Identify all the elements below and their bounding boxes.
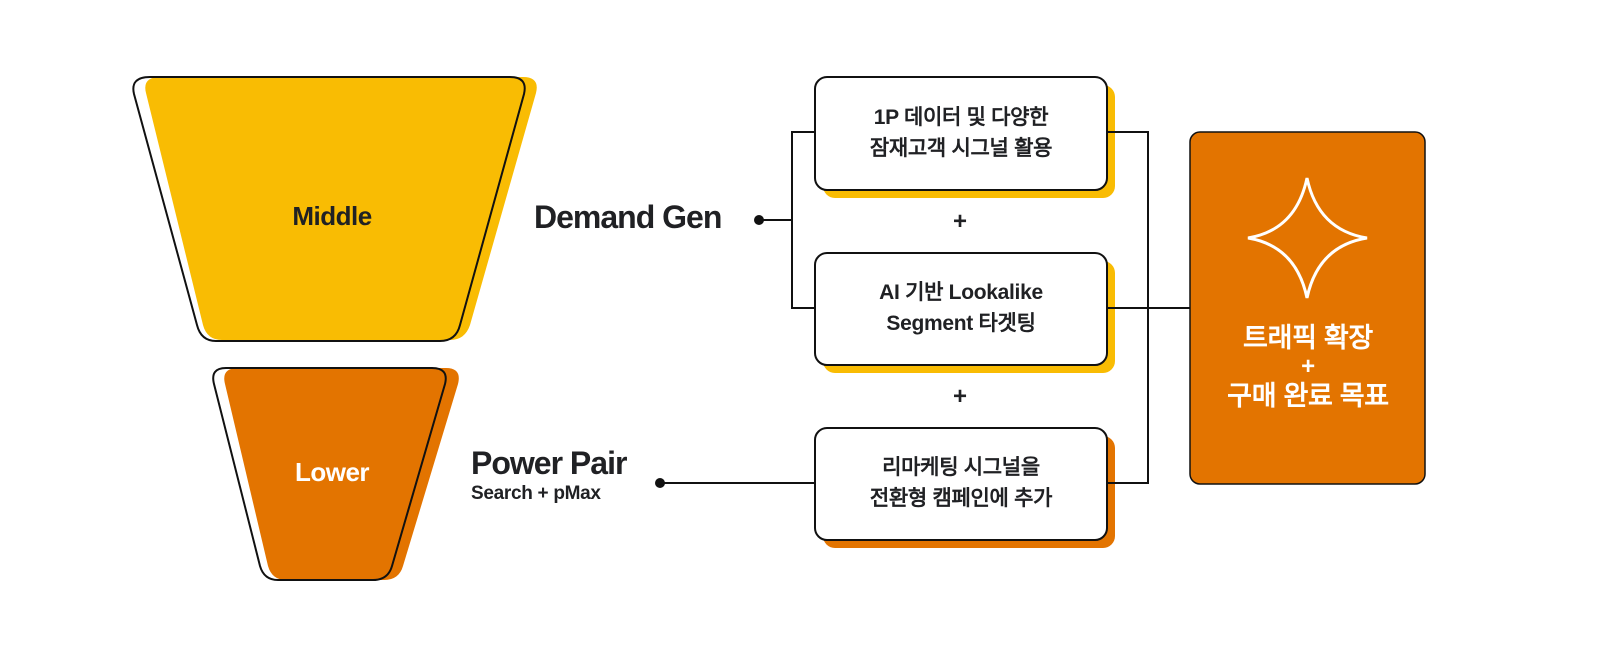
plus-sign-1: +	[952, 208, 967, 235]
demand-gen-bracket	[791, 131, 815, 309]
middle-funnel-outline	[132, 76, 526, 342]
tactic-3-line-2: 전환형 캠페인에 추가	[869, 487, 1053, 510]
tactic-3-line-1: 리마케팅 시그널을	[882, 456, 1040, 479]
goal-line-2: 구매 완료 목표	[1227, 381, 1389, 411]
middle-funnel-fill	[145, 77, 537, 340]
middle-funnel-label: Middle	[292, 201, 372, 231]
tactic-2-line-2: Segment 타겟팅	[886, 312, 1036, 335]
tactic-1-line-1: 1P 데이터 및 다양한	[873, 106, 1049, 129]
sparkle-icon	[1247, 177, 1368, 299]
goal-box	[1189, 131, 1426, 485]
lower-funnel-outline	[212, 367, 447, 581]
goal-line-1: 트래픽 확장	[1243, 323, 1373, 353]
tactic-1-line-2: 잠재고객 시그널 활용	[869, 137, 1053, 160]
lower-funnel-label: Lower	[294, 457, 370, 487]
plus-sign-2: +	[952, 383, 967, 410]
tactic-card-1-text: 1P 데이터 및 다양한 잠재고객 시그널 활용	[815, 102, 1107, 164]
lower-funnel-fill	[224, 368, 459, 580]
tactic-card-3-text: 리마케팅 시그널을 전환형 캠페인에 추가	[815, 452, 1107, 514]
power-pair-subtitle: Search + pMax	[471, 483, 601, 504]
power-pair-title: Power Pair	[471, 445, 627, 481]
demand-gen-title: Demand Gen	[534, 199, 722, 235]
goal-text: 트래픽 확장 + 구매 완료 목표	[1190, 322, 1426, 412]
goal-plus: +	[1301, 353, 1315, 380]
tactic-card-2-text: AI 기반 Lookalike Segment 타겟팅	[815, 277, 1107, 339]
tactic-2-line-1: AI 기반 Lookalike	[879, 281, 1043, 304]
tactic-card-1	[814, 76, 1108, 191]
